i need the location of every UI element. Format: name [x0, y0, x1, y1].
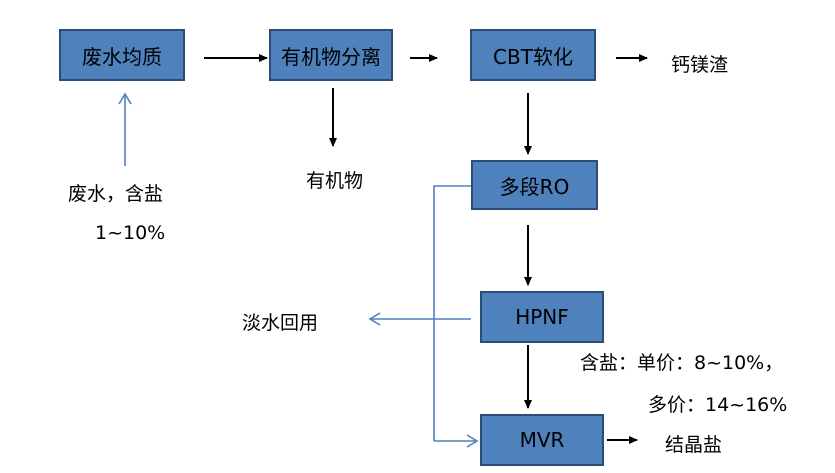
fresh-water-reuse-label: 淡水回用 [242, 312, 319, 334]
recycle-line [433, 185, 471, 441]
feed-label-line2: 1~10% [95, 222, 166, 244]
organics-output-label: 有机物 [306, 170, 364, 192]
cbt-softening-box: CBT软化 [470, 29, 596, 81]
multi-ro-box: 多段RO [471, 160, 598, 210]
hpnf-box: HPNF [480, 291, 604, 343]
feed-label-line1: 废水，含盐 [68, 183, 164, 205]
crystal-salt-label: 结晶盐 [665, 434, 723, 456]
salt-content-line2: 多价：14~16% [648, 394, 788, 416]
organic-separation-box: 有机物分离 [269, 29, 393, 81]
mvr-box: MVR [480, 414, 604, 466]
homogenize-box: 废水均质 [59, 29, 185, 81]
salt-content-line1: 含盐：单价：8~10%， [580, 352, 784, 374]
ca-mg-sludge-label: 钙镁渣 [671, 54, 729, 76]
